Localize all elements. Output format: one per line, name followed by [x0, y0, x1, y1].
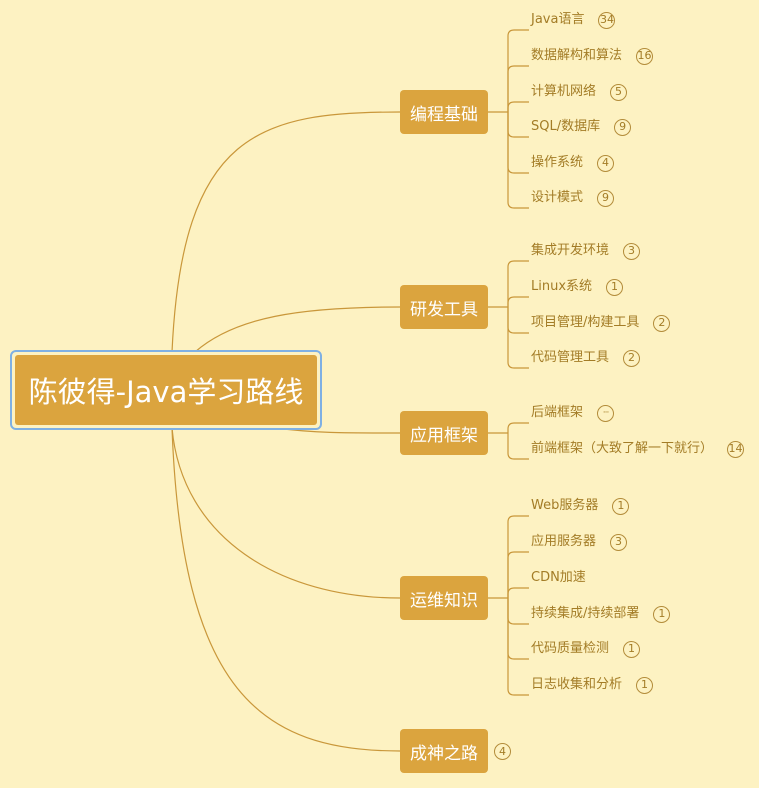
leaf-node-cdn[interactable]: CDN加速: [531, 570, 586, 585]
child-count-badge[interactable]: 3: [623, 242, 641, 260]
leaf-connector: [507, 422, 529, 433]
leaf-node-frontend-frameworks[interactable]: 前端框架（大致了解一下就行）14: [531, 440, 745, 458]
child-count-badge[interactable]: 34: [598, 11, 616, 29]
child-count-badge[interactable]: 2: [623, 349, 641, 367]
leaf-node-backend-frameworks[interactable]: 后端框架···: [531, 403, 615, 423]
leaf-connector: [507, 433, 529, 460]
root-to-branch-connector: [171, 427, 401, 752]
leaf-connector: [507, 551, 529, 598]
child-count-badge[interactable]: 4: [597, 154, 615, 172]
branch-node-advanced-path[interactable]: 成神之路: [400, 729, 488, 773]
branch-node-dev-tools[interactable]: 研发工具: [400, 285, 488, 329]
child-count-badge[interactable]: 5: [610, 83, 628, 101]
child-count-badge[interactable]: 1: [623, 640, 641, 658]
leaf-connector: [507, 101, 529, 112]
leaf-connector: [507, 515, 529, 598]
leaf-connector: [507, 29, 529, 112]
leaf-connector: [507, 598, 529, 625]
child-count-badge[interactable]: 2: [653, 314, 671, 332]
branch-node-ops-knowledge[interactable]: 运维知识: [400, 576, 488, 620]
child-count-badge[interactable]: 1: [606, 278, 624, 296]
root-label: 陈彼得-Java学习路线: [15, 355, 317, 425]
leaf-connector: [507, 296, 529, 307]
root-node[interactable]: 陈彼得-Java学习路线: [10, 350, 322, 430]
leaf-connector: [507, 112, 529, 209]
child-count-badge[interactable]: 9: [597, 189, 615, 207]
child-count-badge[interactable]: 3: [610, 533, 628, 551]
child-count-badge[interactable]: 1: [653, 605, 671, 623]
leaf-connector: [507, 307, 529, 334]
leaf-connector: [507, 587, 529, 598]
root-to-branch-connector: [171, 427, 401, 599]
child-count-badge[interactable]: 1: [612, 497, 630, 515]
root-to-branch-connector: [171, 111, 401, 353]
branch-node-programming-basics[interactable]: 编程基础: [400, 90, 488, 134]
child-count-badge[interactable]: 1: [636, 676, 654, 694]
child-count-badge[interactable]: 16: [636, 47, 654, 65]
leaf-connector: [507, 260, 529, 307]
root-to-branch-connector: [194, 306, 401, 353]
leaf-connector: [507, 112, 529, 174]
leaf-connector: [507, 112, 529, 138]
leaf-connector: [507, 598, 529, 660]
leaf-connector: [507, 598, 529, 696]
branch-node-app-frameworks[interactable]: 应用框架: [400, 411, 488, 455]
leaf-connector: [507, 307, 529, 369]
child-count-badge[interactable]: 9: [614, 118, 632, 136]
leaf-connector: [507, 65, 529, 112]
child-count-badge[interactable]: 14: [727, 440, 745, 458]
branch-collapsed-count-badge[interactable]: 4: [494, 742, 511, 760]
expand-more-icon[interactable]: ···: [597, 404, 615, 422]
